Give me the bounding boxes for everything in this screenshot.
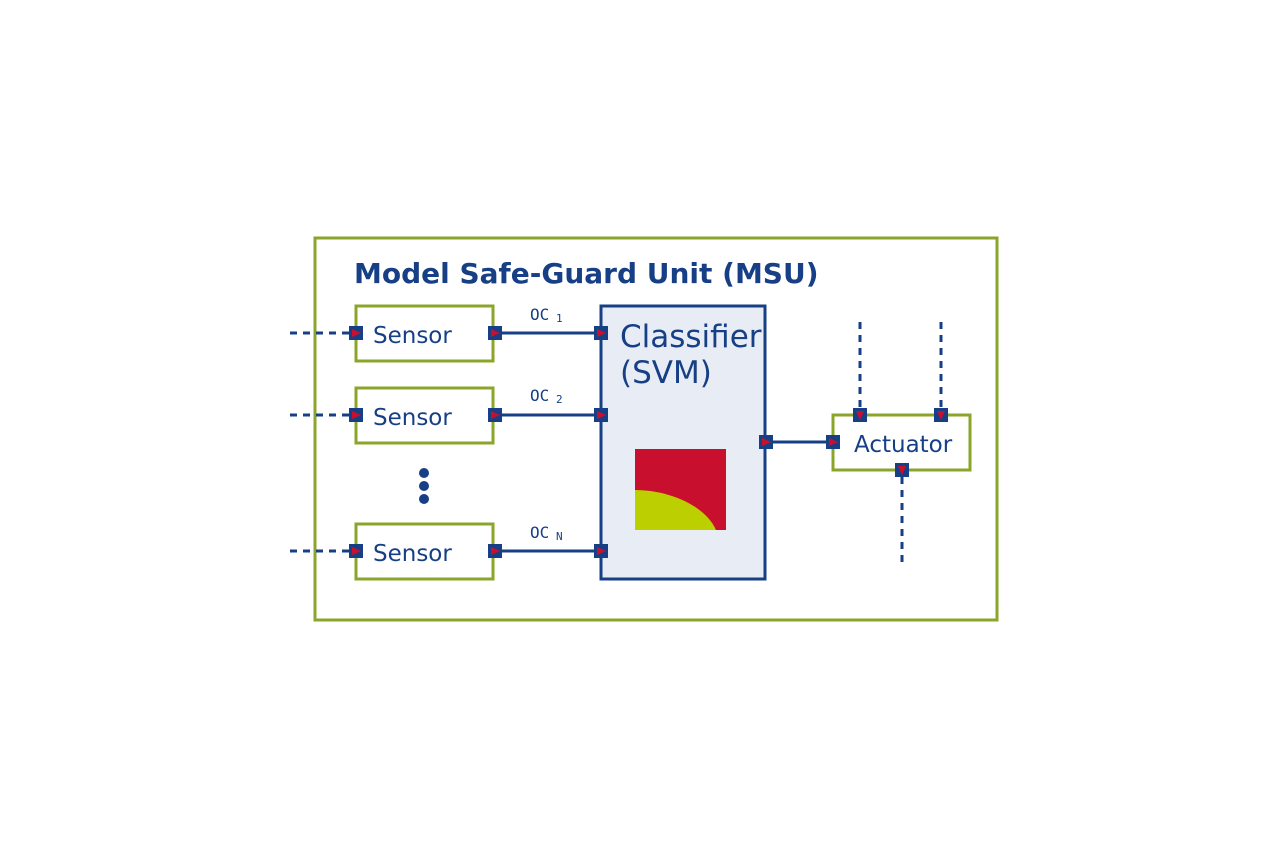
ellipsis-dot-3 <box>419 494 429 504</box>
oc-label-1: OC <box>530 305 549 324</box>
ports-right <box>349 326 840 558</box>
ports-down <box>853 408 948 477</box>
msu-title: Model Safe-Guard Unit (MSU) <box>354 257 819 290</box>
ellipsis-dot-2 <box>419 481 429 491</box>
classifier-sublabel: (SVM) <box>620 355 712 391</box>
sensor-label-1: Sensor <box>373 323 452 349</box>
port-sensor-out-2 <box>488 408 502 422</box>
oc-label-3: OC <box>530 523 549 542</box>
msu-frame <box>313 236 999 622</box>
oc-sub-1: 1 <box>556 312 563 325</box>
svm-decision-graphic <box>635 449 726 530</box>
port-actuator-in <box>826 435 840 449</box>
actuator-box <box>831 413 972 472</box>
sensor-label-3: Sensor <box>373 541 452 567</box>
port-sensor-out-1 <box>488 326 502 340</box>
port-classifier-in-2 <box>594 408 608 422</box>
port-classifier-out <box>759 435 773 449</box>
ellipsis-dot-1 <box>419 468 429 478</box>
port-actuator-top-2 <box>934 408 948 422</box>
sensor-box-3 <box>354 522 495 581</box>
port-classifier-in-3 <box>594 544 608 558</box>
port-actuator-top-1 <box>853 408 867 422</box>
sensor-label-2: Sensor <box>373 405 452 431</box>
port-sensor-in-3 <box>349 544 363 558</box>
port-sensor-in-1 <box>349 326 363 340</box>
actuator-label: Actuator <box>854 432 953 458</box>
oc-sub-2: 2 <box>556 393 563 406</box>
oc-label-2: OC <box>530 386 549 405</box>
classifier-label: Classifier <box>620 319 762 355</box>
port-sensor-in-2 <box>349 408 363 422</box>
port-sensor-out-3 <box>488 544 502 558</box>
svm-region-yellow <box>635 490 716 530</box>
port-actuator-bottom <box>895 463 909 477</box>
input-dashed-lines <box>290 331 350 553</box>
port-classifier-in-1 <box>594 326 608 340</box>
oc-sub-3: N <box>556 530 563 543</box>
